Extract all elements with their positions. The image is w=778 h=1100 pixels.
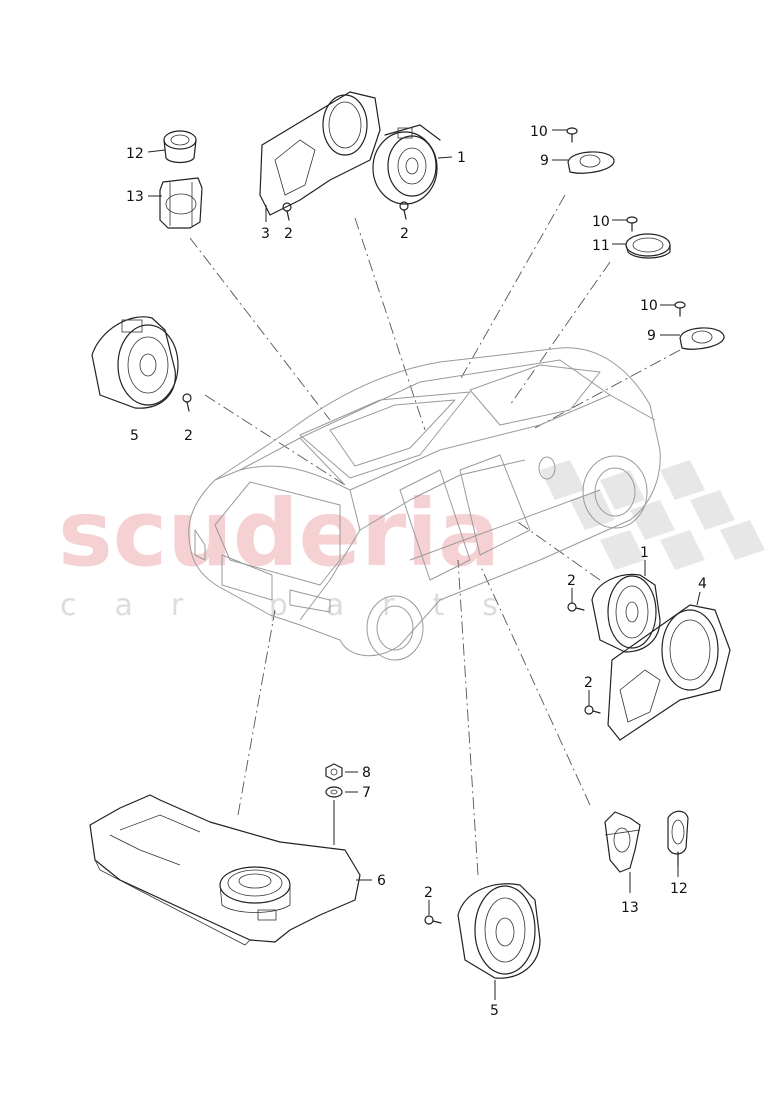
callout-c4: 2	[284, 226, 293, 242]
watermark-subtitle: car parts	[60, 588, 536, 623]
part-1-speaker	[372, 124, 441, 205]
part-3-speaker-bracket	[259, 91, 381, 216]
screw-icon	[182, 393, 192, 412]
part-7-washer	[325, 786, 343, 798]
callout-c2: 13	[126, 189, 144, 205]
part-13-tweeter-housing	[604, 811, 641, 873]
callout-leaders	[147, 129, 701, 1000]
part-5-speaker	[457, 883, 541, 979]
part-10-screw	[566, 127, 578, 143]
callout-c22: 2	[424, 885, 433, 901]
callout-c18: 2	[584, 675, 593, 691]
callout-c5: 2	[400, 226, 409, 242]
callout-c17: 4	[698, 576, 707, 592]
part-10-screw	[674, 301, 686, 317]
callout-c21: 6	[377, 873, 386, 889]
callout-c3: 3	[261, 226, 270, 242]
callout-c19: 8	[362, 765, 371, 781]
callout-c24: 13	[621, 900, 639, 916]
callout-c1: 12	[126, 146, 144, 162]
callout-labels: 12 13 3 2 2 1 10 9 10 11 10 9 5 2 1 2 4 …	[126, 124, 707, 1019]
part-10-screw	[626, 216, 638, 232]
screw-icon	[282, 202, 292, 221]
part-12-tweeter-cap	[163, 130, 197, 164]
callout-c7: 10	[530, 124, 548, 140]
callout-c8: 9	[540, 153, 549, 169]
part-12-tweeter-cap	[667, 810, 689, 867]
watermark-brand: scuderia	[58, 480, 500, 587]
callout-c11: 10	[640, 298, 658, 314]
callout-c12: 9	[647, 328, 656, 344]
callout-c23: 5	[490, 1003, 499, 1019]
callout-c20: 7	[362, 785, 371, 801]
callout-c14: 2	[184, 428, 193, 444]
screw-icon	[584, 705, 601, 715]
screw-icon	[399, 201, 409, 220]
part-1-speaker	[591, 573, 661, 653]
callout-c10: 11	[592, 238, 610, 254]
callout-c16: 2	[567, 573, 576, 589]
vehicle-outline	[188, 347, 661, 661]
callout-c9: 10	[592, 214, 610, 230]
callout-c15: 1	[640, 545, 649, 561]
checkered-flag-icon	[540, 460, 765, 570]
part-8-nut	[325, 763, 343, 781]
callout-c6: 1	[457, 150, 466, 166]
part-5-speaker	[91, 316, 179, 409]
callout-c13: 5	[130, 428, 139, 444]
part-13-tweeter-housing	[159, 177, 203, 229]
callout-c25: 12	[670, 881, 688, 897]
screw-icon	[424, 915, 442, 925]
part-9-bracket-plate	[679, 327, 725, 350]
watermark: scuderia car parts	[58, 460, 765, 623]
part-6-subwoofer-enclosure	[89, 794, 361, 946]
part-11-tweeter	[625, 233, 671, 259]
part-4-speaker-bracket	[607, 604, 731, 741]
part-9-bracket-plate	[567, 151, 615, 174]
screw-icon	[567, 602, 585, 612]
